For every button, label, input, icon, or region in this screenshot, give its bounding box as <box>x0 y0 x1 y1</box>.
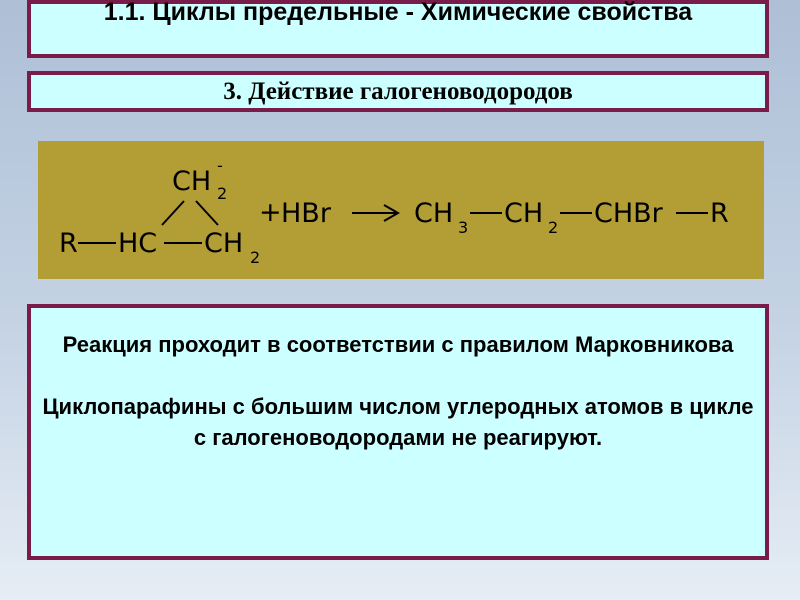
reaction-arrow-head <box>383 204 401 222</box>
markovnikov-rule-note: Реакция проходит в соответствии с правил… <box>62 332 734 357</box>
ring-left-group: HC <box>118 228 157 259</box>
ring-top-subscript: 2 <box>217 184 227 203</box>
reagent-hbr: HBr <box>281 198 332 229</box>
ring-top-group: CH <box>172 166 211 197</box>
slide-subtitle: 3. Действие галогеноводородов <box>223 78 573 105</box>
ring-right-subscript: 2 <box>250 248 260 267</box>
product-group-2: CH <box>504 198 543 229</box>
slide-title-box: 1.1. Циклы предельные - Химические свойс… <box>27 0 769 58</box>
ring-bond-left <box>161 200 185 226</box>
slide-title: 1.1. Циклы предельные - Химические свойс… <box>103 0 693 26</box>
reaction-equation-panel: CH 2 - R HC CH 2 + HBr CH 3 CH 2 CHBr R <box>38 141 764 279</box>
product-subscript-2: 2 <box>548 218 558 237</box>
reaction-equation: CH 2 - R HC CH 2 + HBr CH 3 CH 2 CHBr R <box>59 156 729 267</box>
ring-right-group: CH <box>204 228 243 259</box>
ring-top-charge: - <box>217 156 223 175</box>
paragraph-spacer <box>39 360 757 391</box>
cycloparaffins-note: Циклопарафины с большим числом углеродны… <box>42 394 754 450</box>
product-group-1: CH <box>414 198 453 229</box>
plus-sign: + <box>259 197 282 228</box>
ring-bond-right <box>195 200 219 226</box>
explanation-box: Реакция проходит в соответствии с правил… <box>27 304 769 560</box>
product-subscript-1: 3 <box>458 218 468 237</box>
product-group-3: CHBr <box>594 198 664 229</box>
product-group-4: R <box>710 198 729 229</box>
slide-subtitle-box: 3. Действие галогеноводородов <box>27 71 769 112</box>
substituent-r: R <box>59 228 78 259</box>
